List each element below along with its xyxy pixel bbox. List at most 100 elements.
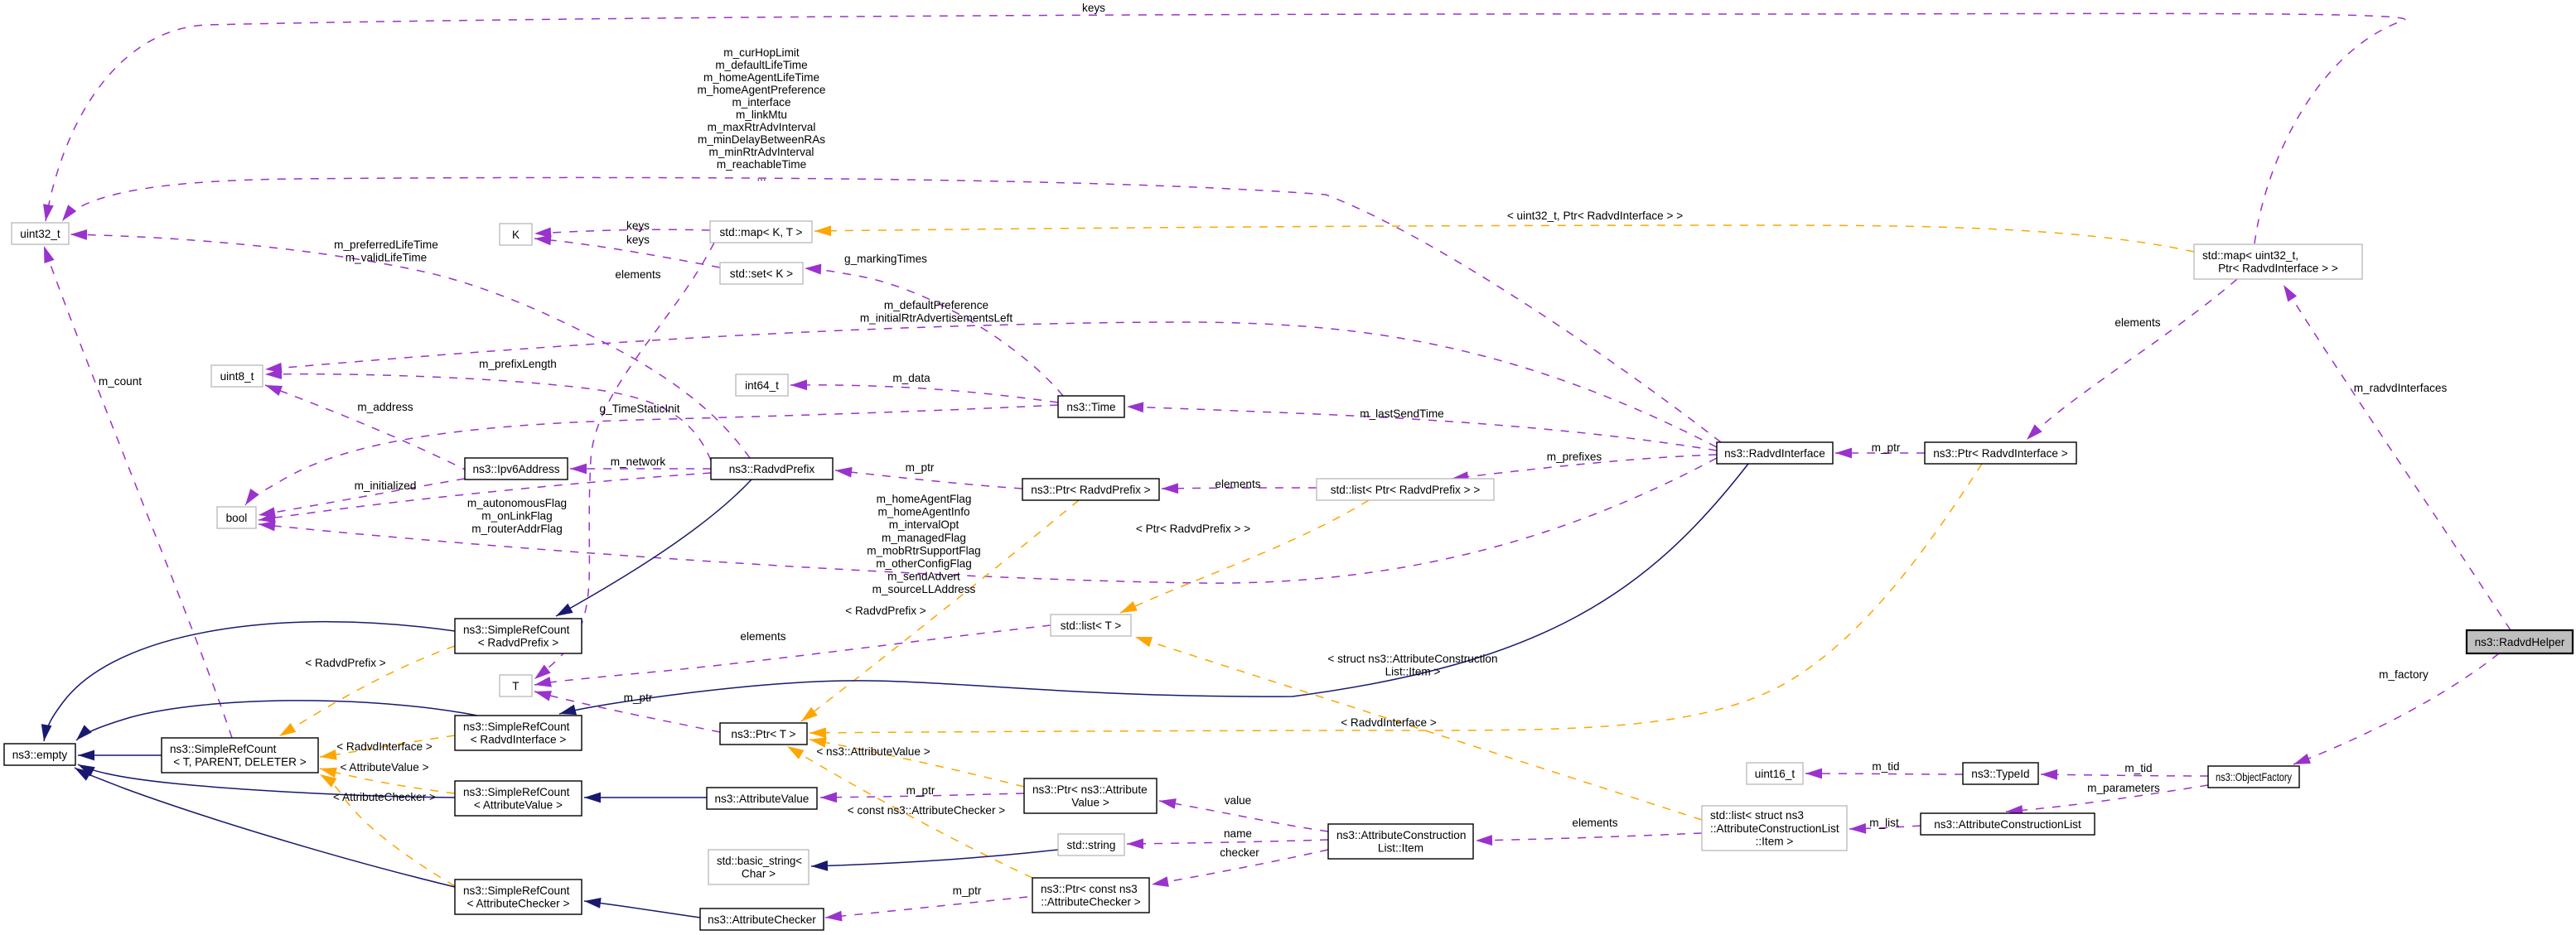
svg-text:m_mobRtrSupportFlag: m_mobRtrSupportFlag — [867, 544, 981, 557]
svg-text:m_maxRtrAdvInterval: m_maxRtrAdvInterval — [708, 121, 816, 133]
svg-text:std::set< K >: std::set< K > — [730, 267, 793, 280]
svg-text:K: K — [512, 229, 520, 241]
svg-text:std::map< uint32_t,: std::map< uint32_t, — [2202, 249, 2298, 262]
svg-text:< AttributeValue >: < AttributeValue > — [340, 761, 428, 774]
svg-text:Value >: Value > — [1071, 797, 1109, 809]
svg-text:m_ptr: m_ptr — [953, 884, 982, 897]
svg-text:ns3::SimpleRefCount: ns3::SimpleRefCount — [463, 786, 570, 798]
svg-text:ns3::Ipv6Address: ns3::Ipv6Address — [473, 463, 560, 475]
svg-text:m_initialRtrAdvertisementsLeft: m_initialRtrAdvertisementsLeft — [860, 312, 1013, 325]
svg-text:ns3::Ptr< const ns3: ns3::Ptr< const ns3 — [1041, 883, 1138, 895]
svg-text:std::map< K, T >: std::map< K, T > — [720, 226, 803, 239]
svg-text:< struct ns3::AttributeConstru: < struct ns3::AttributeConstruction — [1327, 653, 1497, 665]
svg-text:ns3::RadvdPrefix: ns3::RadvdPrefix — [729, 463, 815, 475]
svg-text:std::basic_string<: std::basic_string< — [717, 855, 802, 867]
svg-text:...: ... — [756, 171, 766, 183]
svg-text:ns3::SimpleRefCount: ns3::SimpleRefCount — [463, 721, 570, 733]
svg-text:m_network: m_network — [611, 455, 666, 468]
svg-text:m_onLinkFlag: m_onLinkFlag — [481, 510, 552, 523]
svg-text:ns3::AttributeValue: ns3::AttributeValue — [715, 793, 810, 805]
svg-text:m_homeAgentLifeTime: m_homeAgentLifeTime — [703, 71, 819, 84]
svg-text:m_factory: m_factory — [2379, 668, 2429, 681]
svg-text:ns3::Ptr< T >: ns3::Ptr< T > — [731, 728, 795, 740]
svg-text:::AttributeConstructionList: ::AttributeConstructionList — [1710, 822, 1839, 835]
svg-text:std::list< Ptr< RadvdPrefix >: std::list< Ptr< RadvdPrefix > > — [1331, 484, 1481, 496]
svg-text:m_minRtrAdvInterval: m_minRtrAdvInterval — [709, 146, 814, 158]
svg-text:List::Item >: List::Item > — [1385, 666, 1441, 678]
svg-text:< uint32_t, Ptr< RadvdInterfac: < uint32_t, Ptr< RadvdInterface > > — [1507, 210, 1683, 222]
svg-text:uint32_t: uint32_t — [20, 228, 60, 240]
svg-text:name: name — [1224, 827, 1252, 840]
svg-text:m_defaultPreference: m_defaultPreference — [884, 299, 988, 311]
svg-text:std::string: std::string — [1067, 839, 1116, 851]
svg-text:m_radvdInterfaces: m_radvdInterfaces — [2354, 382, 2448, 394]
svg-text:< RadvdPrefix >: < RadvdPrefix > — [305, 657, 386, 669]
svg-text:checker: checker — [1220, 846, 1259, 859]
svg-text:< RadvdInterface >: < RadvdInterface > — [471, 734, 567, 746]
svg-text:m_intervalOpt: m_intervalOpt — [889, 518, 959, 531]
svg-text:m_validLifeTime: m_validLifeTime — [346, 252, 427, 264]
svg-text:keys: keys — [626, 234, 650, 246]
svg-text:< RadvdInterface >: < RadvdInterface > — [1341, 716, 1437, 729]
svg-text:uint16_t: uint16_t — [1755, 768, 1795, 780]
svg-text:ns3::RadvdHelper: ns3::RadvdHelper — [2475, 636, 2565, 648]
svg-text:m_initialized: m_initialized — [355, 480, 417, 492]
svg-text:m_count: m_count — [99, 375, 142, 388]
svg-text:g_TimeStaticInit: g_TimeStaticInit — [600, 402, 680, 415]
svg-text:< RadvdPrefix >: < RadvdPrefix > — [478, 637, 559, 649]
svg-text:m_homeAgentFlag: m_homeAgentFlag — [877, 493, 972, 505]
svg-text:keys: keys — [626, 219, 650, 232]
svg-text:m_data: m_data — [892, 372, 930, 384]
svg-text:< ns3::AttributeValue >: < ns3::AttributeValue > — [816, 745, 930, 758]
svg-text:m_homeAgentInfo: m_homeAgentInfo — [877, 506, 969, 518]
svg-text:std::list< struct ns3: std::list< struct ns3 — [1710, 809, 1804, 822]
svg-text:ns3::Ptr< RadvdPrefix >: ns3::Ptr< RadvdPrefix > — [1031, 484, 1150, 496]
svg-text:ns3::SimpleRefCount: ns3::SimpleRefCount — [463, 624, 570, 636]
svg-text:elements: elements — [615, 268, 660, 281]
svg-text:< AttributeChecker >: < AttributeChecker > — [333, 791, 436, 803]
svg-text:int64_t: int64_t — [745, 379, 779, 392]
svg-text:m_prefixes: m_prefixes — [1547, 451, 1602, 463]
svg-text:ns3::Time: ns3::Time — [1066, 401, 1115, 413]
svg-text:ns3::AttributeConstructionList: ns3::AttributeConstructionList — [1934, 818, 2081, 831]
svg-text:m_curHopLimit: m_curHopLimit — [723, 46, 800, 59]
svg-text:< AttributeValue >: < AttributeValue > — [474, 799, 563, 812]
svg-text:ns3::SimpleRefCount: ns3::SimpleRefCount — [463, 884, 570, 897]
svg-text:ns3::empty: ns3::empty — [12, 749, 68, 761]
svg-text:::AttributeChecker >: ::AttributeChecker > — [1041, 896, 1141, 908]
svg-text:T: T — [512, 680, 519, 692]
svg-text:< AttributeChecker >: < AttributeChecker > — [467, 898, 570, 910]
svg-text:List::Item: List::Item — [1378, 842, 1423, 855]
svg-text:m_tid: m_tid — [1872, 760, 1899, 773]
svg-text:m_minDelayBetweenRAs: m_minDelayBetweenRAs — [698, 133, 825, 146]
svg-text:ns3::AttributeConstruction: ns3::AttributeConstruction — [1336, 829, 1466, 841]
svg-text:m_reachableTime: m_reachableTime — [717, 158, 806, 171]
svg-text:< Ptr< RadvdPrefix > >: < Ptr< RadvdPrefix > > — [1136, 523, 1250, 535]
svg-text:m_homeAgentPreference: m_homeAgentPreference — [698, 84, 826, 96]
svg-text:m_defaultLifeTime: m_defaultLifeTime — [715, 59, 807, 71]
svg-text:Char >: Char > — [742, 868, 776, 880]
svg-text:m_parameters: m_parameters — [2087, 782, 2160, 794]
svg-text:m_ptr: m_ptr — [906, 461, 935, 474]
svg-text:< RadvdInterface >: < RadvdInterface > — [336, 740, 433, 753]
svg-text:m_linkMtu: m_linkMtu — [736, 108, 787, 121]
svg-text:m_otherConfigFlag: m_otherConfigFlag — [876, 557, 972, 570]
svg-text:ns3::SimpleRefCount: ns3::SimpleRefCount — [170, 743, 277, 755]
svg-text:< const ns3::AttributeChecker: < const ns3::AttributeChecker > — [848, 804, 1005, 817]
svg-text:m_tid: m_tid — [2124, 762, 2152, 774]
svg-text:ns3::Ptr< ns3::Attribute: ns3::Ptr< ns3::Attribute — [1032, 783, 1148, 796]
svg-text:m_list: m_list — [1869, 817, 1899, 829]
svg-text:m_prefixLength: m_prefixLength — [479, 358, 557, 370]
svg-text:bool: bool — [226, 512, 248, 524]
svg-text:m_ptr: m_ptr — [1872, 441, 1901, 454]
svg-text:value: value — [1225, 794, 1252, 807]
svg-text:< T, PARENT, DELETER >: < T, PARENT, DELETER > — [173, 756, 306, 769]
svg-text:std::list< T >: std::list< T > — [1061, 619, 1122, 632]
svg-text:m_interface: m_interface — [732, 96, 790, 108]
svg-text:m_ptr: m_ptr — [906, 784, 935, 797]
svg-text:m_ptr: m_ptr — [624, 692, 653, 704]
svg-text:Ptr< RadvdInterface > >: Ptr< RadvdInterface > > — [2218, 263, 2338, 275]
svg-text:::Item >: ::Item > — [1756, 835, 1794, 847]
svg-text:< RadvdPrefix >: < RadvdPrefix > — [845, 605, 926, 617]
svg-text:ns3::RadvdInterface: ns3::RadvdInterface — [1724, 447, 1825, 460]
